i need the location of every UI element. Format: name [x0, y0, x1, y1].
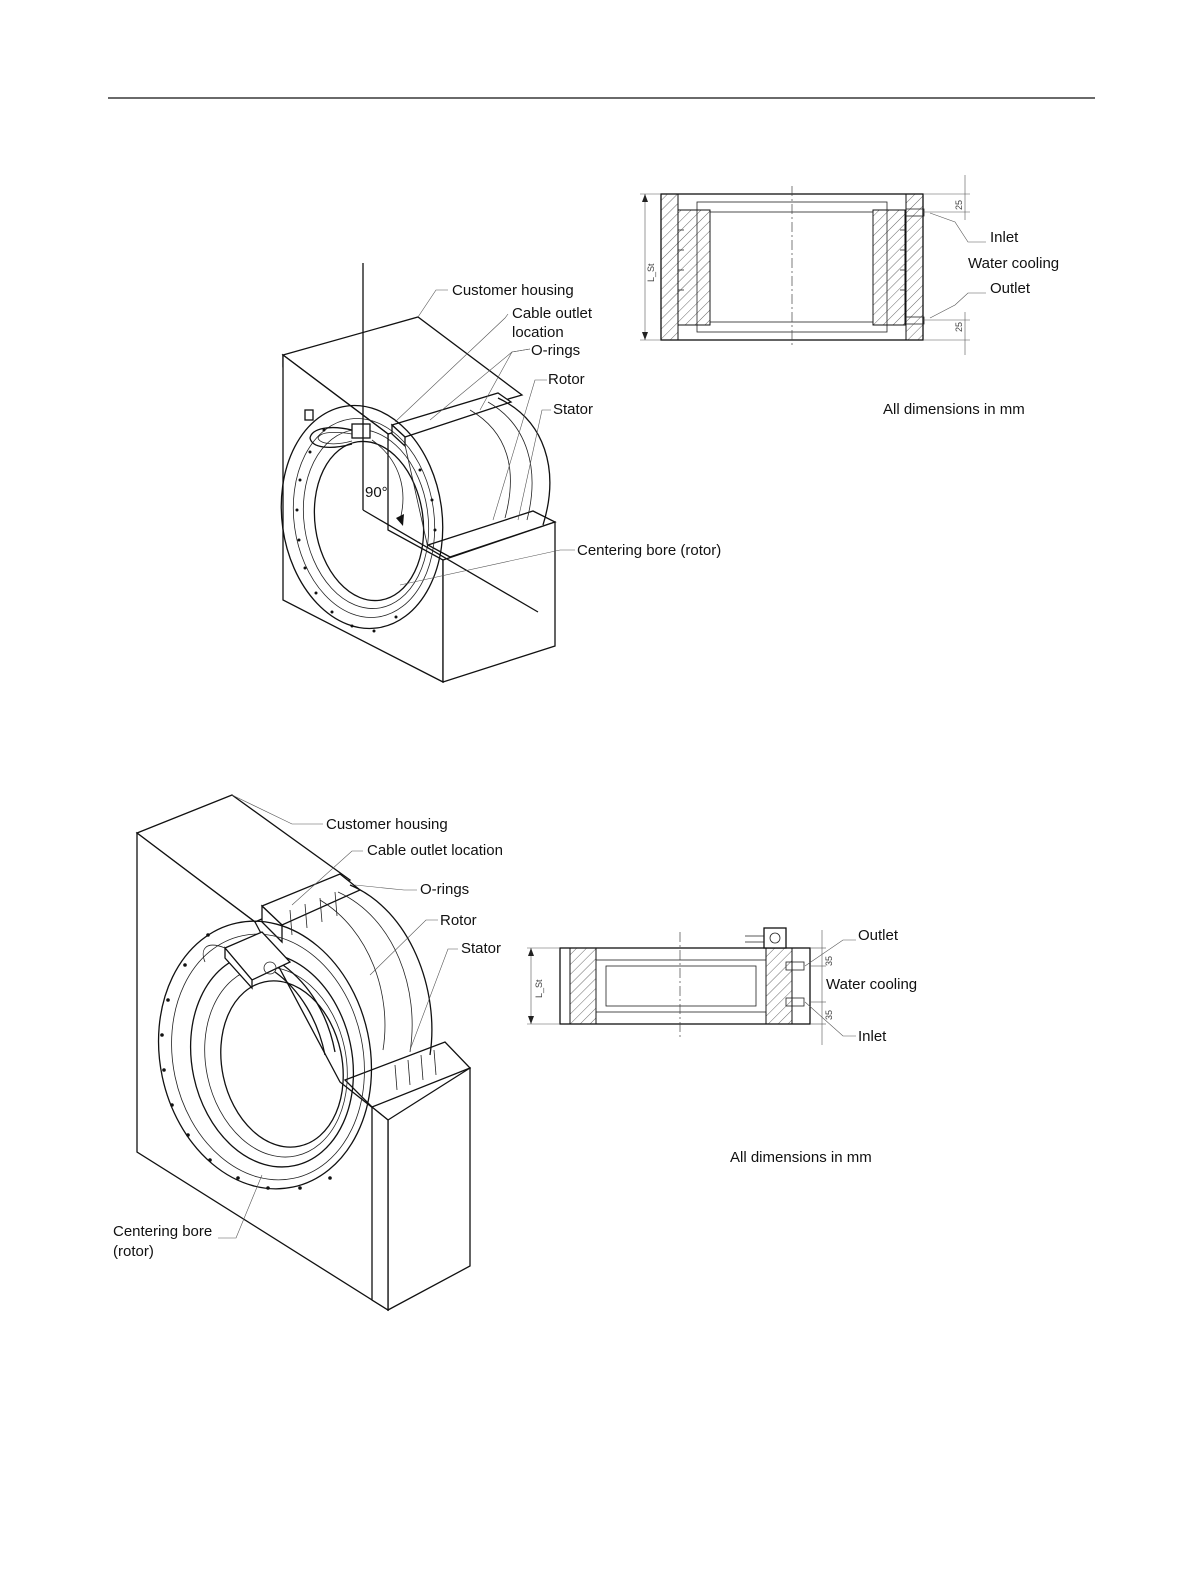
fig1-inlet-label: Inlet	[990, 229, 1019, 246]
figure2-section-view: L_St 35 35	[527, 928, 834, 1045]
fig2-centering-bore-label: Centering bore	[113, 1223, 212, 1240]
fig2-customer-housing-label: Customer housing	[326, 816, 448, 833]
fig2-water-cooling-label: Water cooling	[826, 976, 917, 993]
fig2-dim-bottom: 35	[824, 1010, 834, 1020]
fig1-dim-top: 25	[954, 200, 964, 210]
fig1-stator-label: Stator	[553, 401, 593, 418]
fig2-dim-length: L_St	[534, 979, 544, 998]
fig1-cable-outlet-location-label: location	[512, 324, 564, 341]
fig1-rotor-label: Rotor	[548, 371, 585, 388]
fig2-centering-bore-rotor-label: (rotor)	[113, 1243, 154, 1260]
fig1-centering-bore-label: Centering bore (rotor)	[577, 542, 721, 559]
fig1-cable-outlet-label: Cable outlet	[512, 305, 593, 322]
fig2-cable-outlet-label: Cable outlet location	[367, 842, 503, 859]
fig1-units-note: All dimensions in mm	[883, 401, 1025, 418]
fig2-rotor-label: Rotor	[440, 912, 477, 929]
fig2-units-note: All dimensions in mm	[730, 1149, 872, 1166]
fig1-water-cooling-label: Water cooling	[968, 255, 1059, 272]
fig2-stator-label: Stator	[461, 940, 501, 957]
fig1-dim-bottom: 25	[954, 322, 964, 332]
fig1-dim-length: L_St	[646, 263, 656, 282]
fig1-o-rings-label: O-rings	[531, 342, 580, 359]
fig1-outlet-label: Outlet	[990, 280, 1031, 297]
fig1-angle-label: 90°	[365, 484, 388, 501]
figure1-section-view: L_St 25 25	[640, 175, 970, 355]
fig1-customer-housing-label: Customer housing	[452, 282, 574, 299]
fig2-dim-top: 35	[824, 956, 834, 966]
fig2-o-rings-label: O-rings	[420, 881, 469, 898]
fig2-outlet-label: Outlet	[858, 927, 899, 944]
fig2-inlet-label: Inlet	[858, 1028, 887, 1045]
